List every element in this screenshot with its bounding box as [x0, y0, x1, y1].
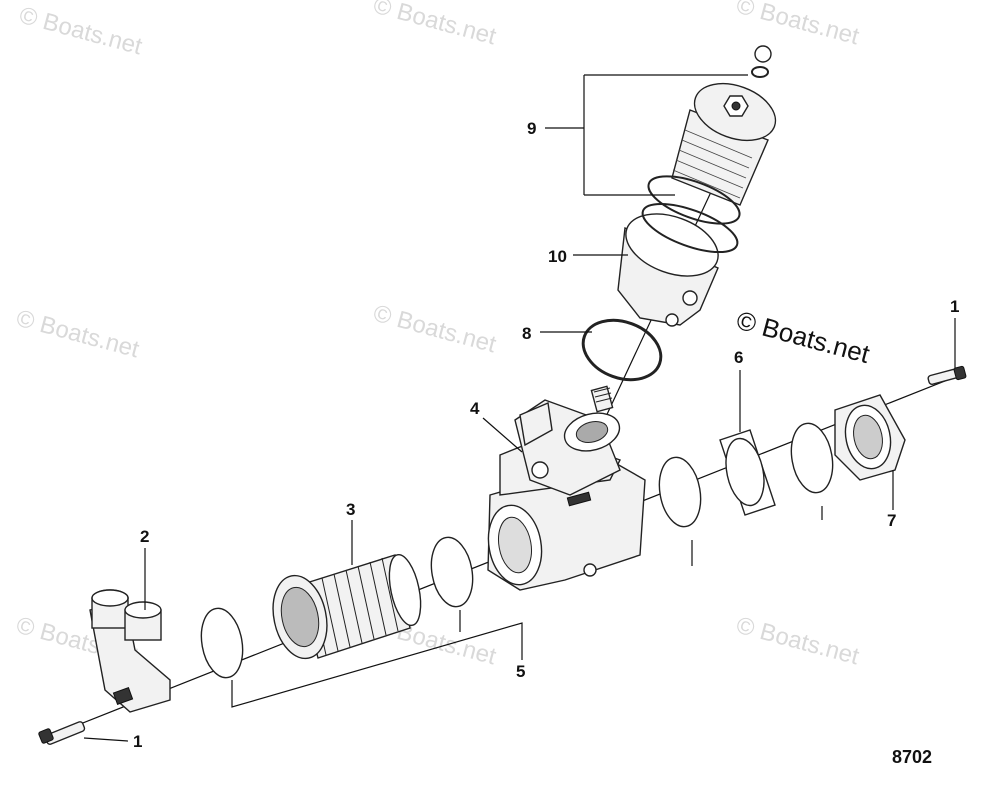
watermark: © Boats.net [16, 2, 145, 61]
callout-2: 2 [140, 527, 149, 546]
watermark: © Boats.net [733, 612, 862, 671]
watermark: © Boats.net [13, 305, 142, 364]
callout-5: 5 [516, 662, 525, 681]
relief-valve [590, 385, 614, 413]
figure-number: 8702 [892, 747, 932, 767]
callout-10: 10 [548, 247, 567, 266]
watermark: © Boats.net [733, 0, 862, 50]
bolt-left [38, 721, 86, 745]
bolt-right [927, 365, 967, 385]
end-cover-gasket [719, 429, 776, 516]
callout-7: 7 [887, 511, 896, 530]
filter-element [647, 45, 777, 225]
elbow-fitting [89, 589, 171, 713]
leader-lines [83, 74, 956, 742]
cooler-core [272, 553, 422, 660]
callout-1-left: 1 [133, 732, 142, 751]
gasket [658, 456, 702, 528]
gasket [200, 607, 244, 679]
filter-base [514, 399, 621, 496]
copyright-label: © Boats.net [733, 305, 873, 369]
watermark: © Boats.net [370, 0, 499, 50]
callout-9: 9 [527, 119, 536, 138]
o-ring [581, 318, 663, 382]
callout-8: 8 [522, 324, 531, 343]
watermark: © Boats.net [370, 300, 499, 359]
callout-1-right: 1 [950, 297, 959, 316]
callout-3: 3 [346, 500, 355, 519]
gasket [430, 536, 474, 608]
callout-4: 4 [470, 399, 480, 418]
filter-cup [617, 202, 739, 327]
gasket [790, 422, 834, 494]
callout-6: 6 [734, 348, 743, 367]
end-cover [834, 394, 906, 481]
